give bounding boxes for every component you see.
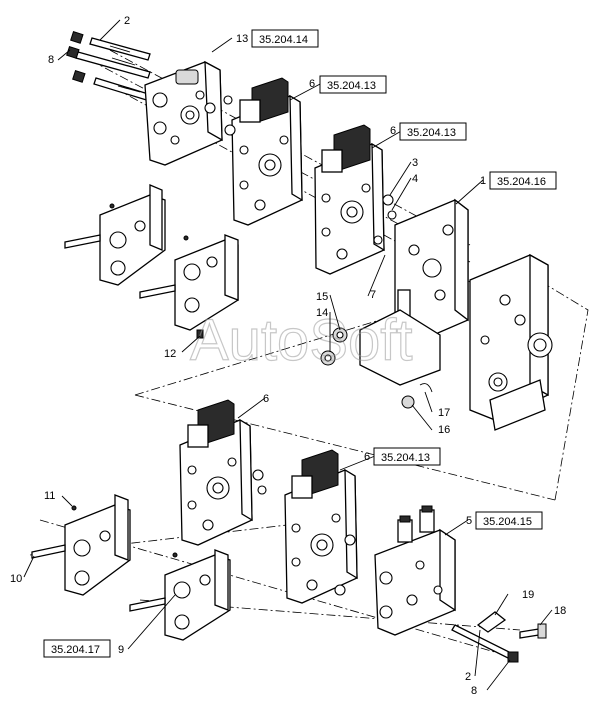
inlet-section-13 — [144, 60, 223, 166]
end-cover-middle-left — [139, 234, 239, 339]
callout-4: 4 — [412, 173, 418, 185]
watermark: AutoSoft — [190, 308, 412, 373]
ref-35.204.17: 35.204.17 — [51, 644, 100, 656]
ref-box-6b — [399, 122, 467, 141]
callout-17: 17 — [438, 407, 450, 419]
small-fittings — [320, 309, 441, 409]
callout-16: 16 — [438, 424, 450, 436]
callout-9: 9 — [118, 644, 124, 656]
callout-10: 10 — [10, 573, 22, 585]
callout-2-bottom: 2 — [465, 671, 471, 683]
ref-box-13 — [251, 29, 319, 48]
end-housing-large — [469, 253, 553, 431]
valve-section-6-top-a — [223, 77, 303, 226]
callout-19: 19 — [522, 589, 534, 601]
callout-2-top: 2 — [124, 15, 130, 27]
leader-lines — [23, 19, 553, 691]
callout-13: 13 — [236, 33, 248, 45]
callout-3: 3 — [412, 157, 418, 169]
inlet-section-5 — [374, 505, 456, 636]
ref-35.204.15: 35.204.15 — [483, 516, 532, 528]
callout-15: 15 — [316, 291, 328, 303]
callout-11: 11 — [44, 490, 55, 502]
ref-35.204.13-a: 35.204.13 — [327, 80, 376, 92]
tie-rod-bottom — [451, 611, 547, 663]
callout-18: 18 — [554, 605, 566, 617]
callout-6-lower-a: 6 — [263, 393, 269, 405]
valve-section-6-lower-b — [284, 449, 358, 604]
callout-1: 1 — [480, 175, 486, 187]
callout-6-lower-b: 6 — [364, 451, 370, 463]
ref-box-1 — [489, 171, 557, 190]
ref-35.204.13-d: 35.204.13 — [381, 452, 430, 464]
callout-8-bottom: 8 — [471, 685, 477, 697]
end-cover-upper-left — [64, 184, 166, 286]
ref-35.204.14: 35.204.14 — [259, 34, 308, 46]
callout-7: 7 — [370, 289, 376, 301]
end-cover-lower-left — [31, 494, 131, 596]
reference-boxes: 35.204.14 35.204.13 35.204.13 35.204.16 … — [43, 29, 557, 658]
callout-12: 12 — [164, 348, 176, 360]
ref-box-6a — [319, 75, 387, 94]
tie-bolts-top — [66, 31, 156, 103]
valve-section-6-top-b — [314, 124, 397, 275]
callout-14: 14 — [316, 307, 328, 319]
end-cover-lower-middle — [129, 549, 231, 641]
ref-35.204.13-b: 35.204.13 — [407, 127, 456, 139]
ref-box-5 — [475, 511, 543, 530]
callout-8-top: 8 — [48, 54, 54, 66]
outlet-section-1 — [394, 198, 469, 346]
ref-box-6d — [373, 447, 441, 466]
ref-box-9 — [43, 639, 111, 658]
callout-6-top-a: 6 — [309, 78, 315, 90]
callout-numbers: 2 8 13 6 6 3 4 1 7 15 14 12 17 16 6 6 5 … — [10, 15, 566, 697]
callout-6-top-b: 6 — [390, 125, 396, 137]
ref-35.204.16: 35.204.16 — [497, 176, 546, 188]
valve-section-6-lower-a — [179, 399, 267, 546]
callout-5: 5 — [466, 515, 472, 527]
